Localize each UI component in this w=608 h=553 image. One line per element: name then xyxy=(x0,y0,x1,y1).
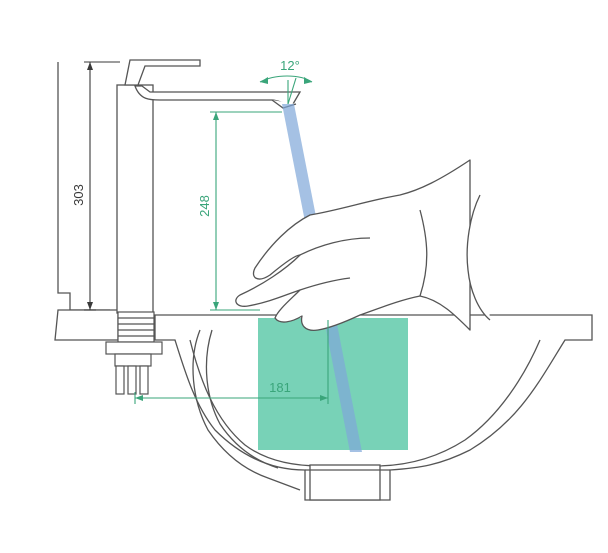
label-303: 303 xyxy=(71,184,86,206)
mounting-fittings xyxy=(105,311,163,395)
faucet-body xyxy=(116,59,302,314)
dimension-248 xyxy=(210,111,282,311)
dimension-303 xyxy=(84,61,120,311)
label-248: 248 xyxy=(197,195,212,217)
angle-12 xyxy=(259,75,313,105)
label-181: 181 xyxy=(269,380,291,395)
dimension-181 xyxy=(134,320,329,404)
label-12-degrees: 12° xyxy=(280,58,300,73)
hands-illustration xyxy=(235,159,491,331)
